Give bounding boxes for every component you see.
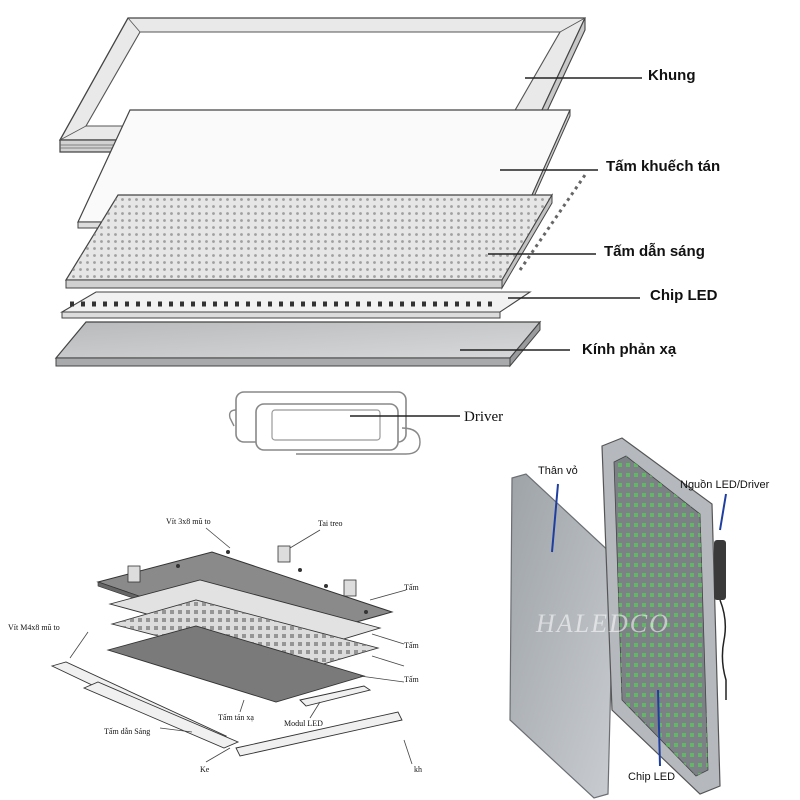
reflector-glass [54,320,542,368]
label-tam-2: Tấm [404,641,419,650]
label-ke: Ke [200,765,210,774]
label-kinh-phan-xa: Kính phản xạ [582,341,677,358]
label-tai-treo: Tai treo [318,519,343,528]
label-tam-khuech-tan: Tấm khuếch tán [606,158,720,175]
label-tam-dan-sang-bl: Tấm dẫn Sáng [104,727,150,736]
label-nguon-led-driver: Nguồn LED/Driver [680,479,770,491]
bl-leader-lines [69,527,413,765]
driver-unit [228,391,421,455]
chip-led-strip [59,291,532,319]
label-tam-1: Tấm [404,583,419,592]
diffuser-plate-bl [106,625,366,703]
label-than-vo: Thân vỏ [538,465,578,477]
label-tam-tan-xa: Tấm tán xạ [218,713,254,722]
br-leader-lines [551,483,727,767]
label-tam-3: Tấm [404,675,419,684]
label-khung: Khung [648,67,695,84]
label-tam-dan-sang: Tấm dẫn sáng [604,243,705,260]
bottom-left-exploded-diagram: Vít 3x8 mũ to Tai treo Tấm Tấm Tấm Vít M… [8,517,422,774]
side-rails [50,661,403,757]
top-leader-lines [350,77,642,417]
led-driver-box [714,540,727,700]
label-kh: kh [414,765,422,774]
bottom-right-product-photo: HALEDCO Thân vỏ Nguồn LED/Driver Chip LE… [509,437,770,799]
label-chip-led-photo: Chip LED [628,771,675,783]
top-exploded-diagram: Khung Tấm khuếch tán Tấm dẫn sáng Chip L… [54,17,720,455]
label-vit-3x8: Vít 3x8 mũ to [166,517,211,526]
label-vit-m4x8: Vít M4x8 mũ to [8,623,60,632]
watermark: HALEDCO [535,609,670,638]
label-chip-led-top: Chip LED [650,287,718,304]
back-shell [509,473,615,799]
label-driver: Driver [464,409,503,425]
light-guide-plate [64,174,587,290]
label-modul-led: Modul LED [284,719,323,728]
led-frame [601,437,721,795]
